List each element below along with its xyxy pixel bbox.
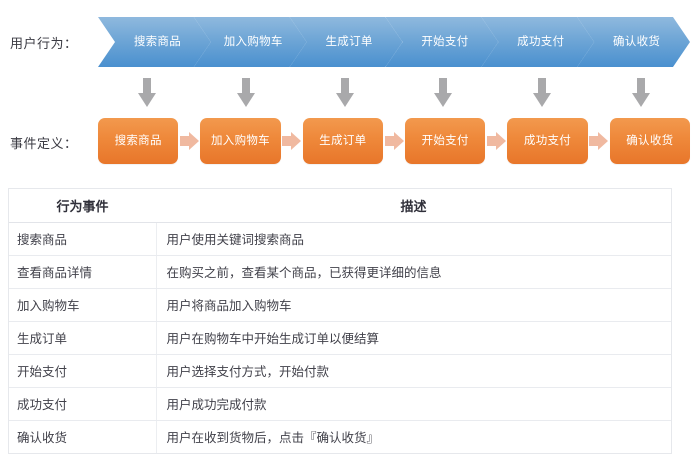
table-row: 搜索商品用户使用关键词搜索商品: [9, 222, 671, 256]
event-row-label: 事件定义：: [10, 136, 78, 151]
table-row: 生成订单用户在购物车中开始生成订单以便结算: [9, 321, 671, 355]
event-step-box[interactable]: 搜索商品: [98, 118, 179, 164]
behavior-step-chevron[interactable]: 成功支付: [481, 17, 594, 67]
right-arrow-shaft: [486, 136, 497, 146]
table-row: 成功支付用户成功完成付款: [9, 387, 671, 421]
table-row: 查看商品详情在购买之前，查看某个商品，已获得更详细的信息: [9, 255, 671, 289]
table-cell-event: 成功支付: [9, 387, 157, 421]
behavior-step-chevron[interactable]: 开始支付: [386, 17, 499, 67]
event-flow-right-arrow-icon: [589, 132, 609, 150]
event-step-box[interactable]: 加入购物车: [200, 118, 281, 164]
table-cell-event: 生成订单: [9, 321, 157, 355]
behavior-row-label: 用户行为：: [10, 36, 78, 51]
behavior-step-chevron[interactable]: 加入购物车: [194, 17, 307, 67]
table-cell-event: 确认收货: [9, 420, 157, 454]
event-step-label: 生成订单: [319, 134, 367, 147]
behavior-step-chevron[interactable]: 确认收货: [577, 17, 690, 67]
table-header-row: 行为事件 描述: [9, 189, 671, 223]
table-cell-description: 用户成功完成付款: [156, 387, 671, 421]
table-cell-description: 在购买之前，查看某个商品，已获得更详细的信息: [156, 255, 671, 289]
table-header-event: 行为事件: [9, 189, 156, 223]
event-flow-right-arrow-icon: [179, 132, 199, 150]
down-arrow-shaft: [143, 78, 152, 95]
down-arrow-shaft: [439, 78, 448, 95]
behavior-step-label: 确认收货: [612, 35, 661, 48]
down-arrow-head: [631, 93, 650, 107]
right-arrow-shaft: [384, 136, 395, 146]
event-flow-right-arrow-icon: [486, 132, 506, 150]
down-arrow-head: [335, 93, 354, 107]
event-definition-table: 行为事件 描述 搜索商品用户使用关键词搜索商品查看商品详情在购买之前，查看某个商…: [9, 189, 671, 454]
right-arrow-shaft: [589, 136, 600, 146]
table-cell-description: 用户使用关键词搜索商品: [156, 222, 671, 256]
flow-down-arrow-icon: [531, 78, 553, 108]
behavior-step-label: 开始支付: [421, 35, 469, 48]
down-arrow-shaft: [538, 78, 546, 95]
table-row: 加入购物车用户将商品加入购物车: [9, 288, 671, 322]
event-step-box[interactable]: 生成订单: [302, 118, 383, 164]
behavior-step-chevron[interactable]: 搜索商品: [98, 17, 211, 67]
table-cell-event: 查看商品详情: [9, 255, 157, 289]
event-box-band: 搜索商品 加入购物车 生成订单 开始支付 成功支付 确认收货: [98, 118, 690, 164]
event-step-label: 开始支付: [421, 134, 469, 147]
event-flow-right-arrow-icon: [384, 132, 404, 150]
down-arrow-head: [533, 93, 551, 107]
right-arrow-head: [188, 132, 199, 150]
event-step-label: 确认收货: [626, 134, 674, 147]
table-header-description: 描述: [156, 189, 671, 223]
right-arrow-head: [393, 132, 404, 150]
down-arrow-shaft: [636, 78, 645, 95]
down-arrow-shaft: [340, 78, 349, 95]
down-arrow-shaft: [242, 78, 250, 95]
behavior-step-label: 加入购物车: [223, 35, 283, 48]
table-row: 确认收货用户在收到货物后，点击『确认收货』: [9, 420, 671, 454]
table-cell-description: 用户在收到货物后，点击『确认收货』: [156, 420, 671, 454]
table-cell-description: 用户选择支付方式，开始付款: [156, 354, 671, 388]
event-definition-table-wrapper: 行为事件 描述 搜索商品用户使用关键词搜索商品查看商品详情在购买之前，查看某个商…: [8, 188, 672, 454]
flow-down-arrow-icon: [136, 78, 158, 108]
behavior-chevron-band: 搜索商品 加入购物车 生成订单 开始支付 成功支付 确认收货: [98, 17, 690, 67]
table-row: 开始支付用户选择支付方式，开始付款: [9, 354, 671, 388]
table-body: 搜索商品用户使用关键词搜索商品查看商品详情在购买之前，查看某个商品，已获得更详细…: [9, 222, 671, 454]
down-arrow-head: [434, 93, 453, 107]
flow-down-arrow-icon: [334, 78, 356, 108]
event-step-box[interactable]: 确认收货: [609, 118, 690, 164]
event-step-label: 加入购物车: [210, 134, 270, 147]
table-head: 行为事件 描述: [9, 189, 671, 223]
flow-down-arrow-icon: [432, 78, 454, 108]
event-step-box[interactable]: 开始支付: [405, 118, 486, 164]
table-cell-event: 搜索商品: [9, 222, 157, 256]
right-arrow-head: [598, 132, 609, 150]
table-cell-event: 加入购物车: [9, 288, 157, 322]
right-arrow-shaft: [282, 136, 293, 146]
flow-down-arrow-icon: [235, 78, 257, 108]
table-cell-description: 用户将商品加入购物车: [156, 288, 671, 322]
flow-down-arrow-icon: [630, 78, 652, 108]
right-arrow-shaft: [179, 136, 190, 146]
down-arrow-head: [237, 93, 255, 107]
down-arrow-band: [98, 78, 690, 112]
behavior-step-label: 成功支付: [517, 35, 565, 48]
event-step-label: 搜索商品: [114, 134, 162, 147]
right-arrow-head: [495, 132, 506, 150]
down-arrow-head: [138, 93, 157, 107]
table-cell-description: 用户在购物车中开始生成订单以便结算: [156, 321, 671, 355]
event-step-label: 成功支付: [523, 134, 572, 147]
behavior-step-chevron[interactable]: 生成订单: [290, 17, 403, 67]
flow-diagram: 用户行为： 事件定义： 搜索商品加入购物车生成订单开始支付成功支付确认收货 搜索…: [0, 0, 697, 180]
behavior-step-label: 搜索商品: [133, 35, 182, 48]
table-cell-event: 开始支付: [9, 354, 157, 388]
behavior-step-label: 生成订单: [325, 35, 373, 48]
event-flow-right-arrow-icon: [282, 132, 302, 150]
event-step-box[interactable]: 成功支付: [507, 118, 588, 164]
right-arrow-head: [291, 132, 302, 150]
